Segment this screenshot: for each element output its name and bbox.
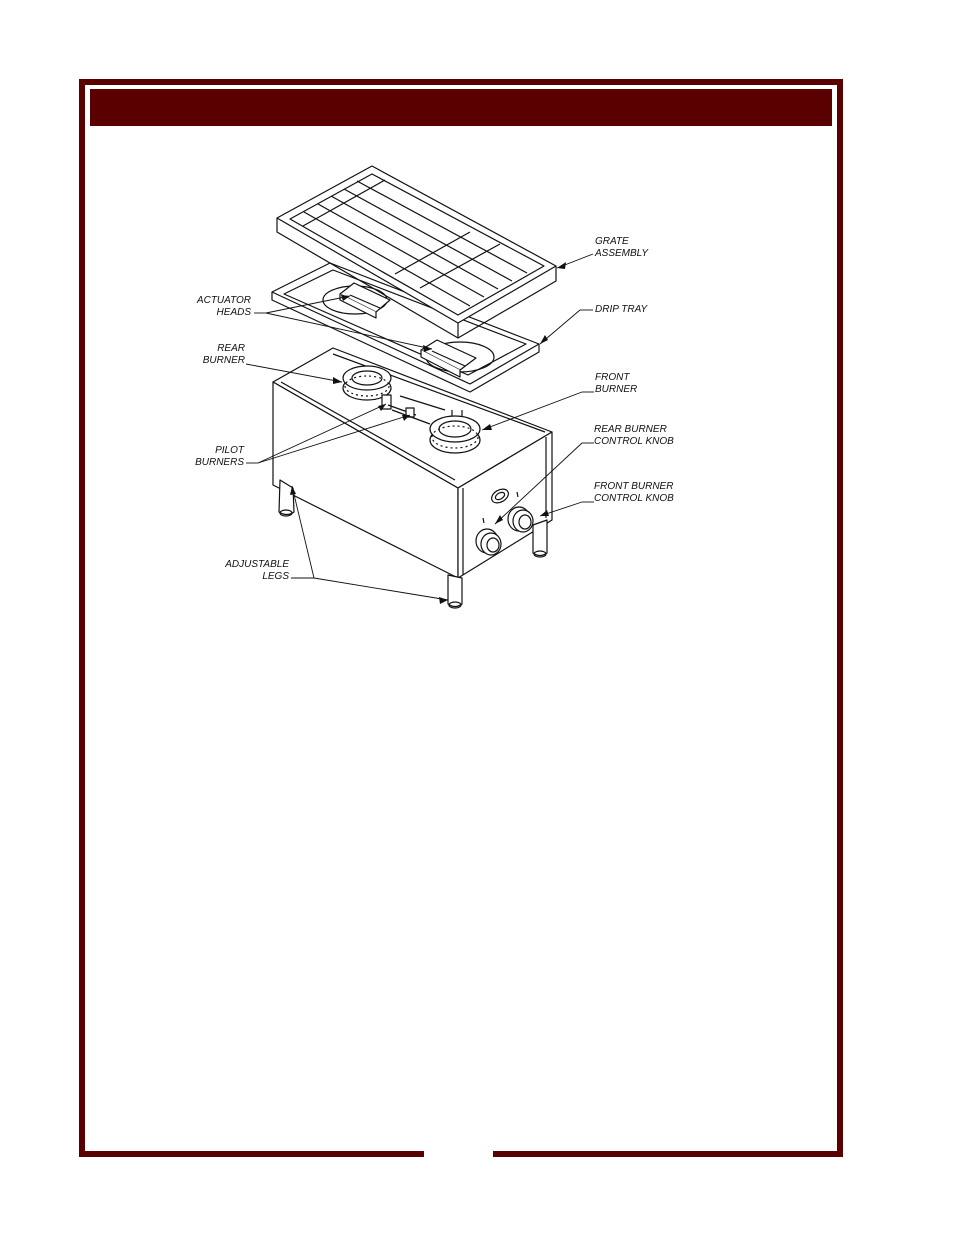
label-front-burner-control-knob: FRONT BURNER CONTROL KNOB <box>594 481 674 504</box>
label-grate-assembly: GRATE ASSEMBLY <box>595 236 648 259</box>
label-pilot-burners: PILOT BURNERS <box>195 445 244 468</box>
cabinet-body <box>272 347 553 579</box>
label-drip-tray: DRIP TRAY <box>595 304 648 315</box>
header-bar <box>90 89 832 126</box>
label-actuator-heads: ACTUATOR HEADS <box>196 295 251 318</box>
front-burner <box>429 410 481 454</box>
label-rear-burner: REAR BURNER <box>202 343 245 366</box>
pilot-burners <box>381 394 446 425</box>
rear-burner-control-knob <box>475 517 502 556</box>
label-rear-burner-control-knob: REAR BURNER CONTROL KNOB <box>594 424 674 447</box>
label-adjustable-legs: ADJUSTABLE LEGS <box>225 559 289 582</box>
rear-burner <box>342 365 392 401</box>
leader-lines <box>245 253 594 601</box>
adjustable-legs <box>278 479 548 609</box>
page-number-gap <box>424 1145 493 1161</box>
grate-assembly <box>276 165 557 339</box>
arrow-heads <box>290 262 566 604</box>
actuator-heads <box>339 282 477 378</box>
front-burner-control-knob <box>507 491 534 533</box>
drip-tray <box>271 262 540 393</box>
control-panel <box>475 488 534 556</box>
label-front-burner: FRONT BURNER <box>595 372 638 395</box>
